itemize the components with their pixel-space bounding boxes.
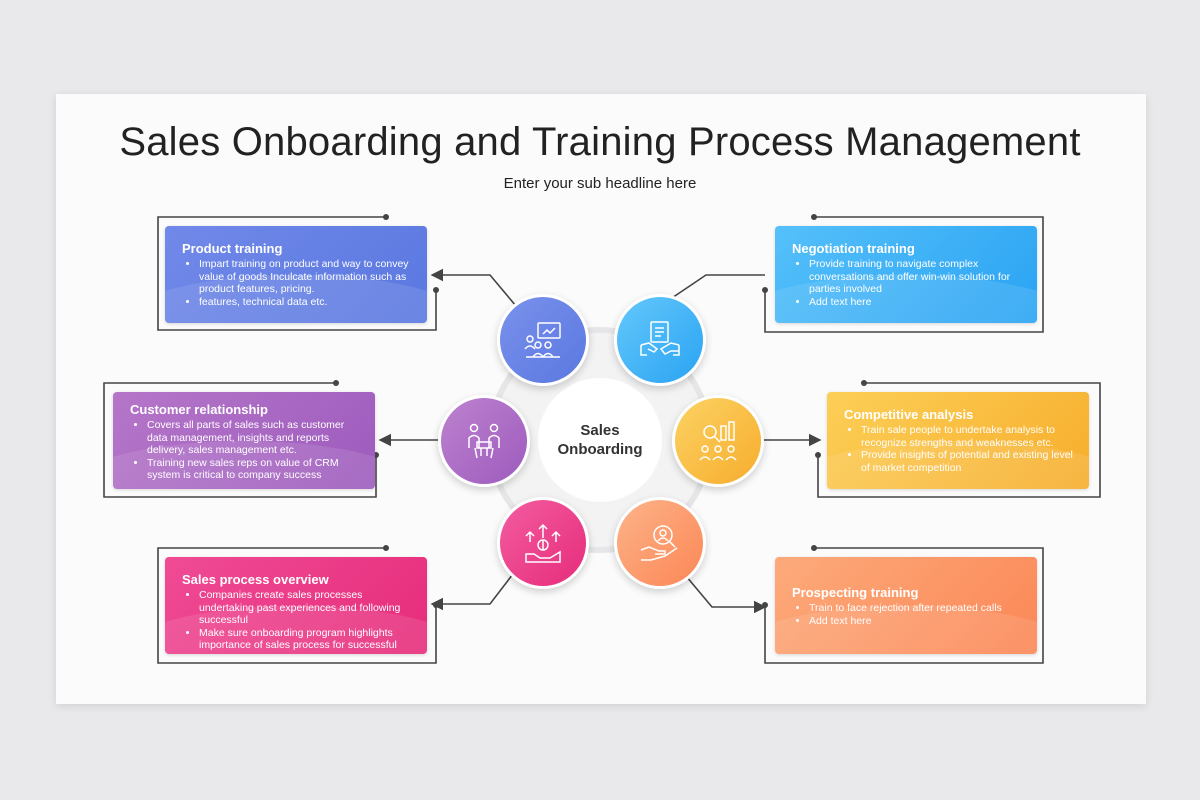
card-bullet: Add text here — [809, 615, 1027, 628]
node-negotiation-training — [614, 294, 706, 386]
card-bullet: Impart training on product and way to co… — [199, 258, 417, 296]
node-competitive-analysis — [672, 395, 764, 487]
customer-meeting-icon — [468, 423, 500, 459]
node-product-training — [497, 294, 589, 386]
hub-label-line2: Onboarding — [557, 441, 643, 458]
card-bullet: Make sure onboarding program highlights … — [199, 627, 417, 652]
card-title: Product training — [182, 241, 283, 256]
card-title: Sales process overview — [182, 572, 329, 587]
card-title: Competitive analysis — [844, 407, 974, 422]
card-bullet: Provide insights of potential and existi… — [861, 449, 1079, 474]
card-negotiation-training: Negotiation training Provide training to… — [775, 226, 1037, 323]
node-customer-relationship — [438, 395, 530, 487]
card-bullet: Train sale people to undertake analysis … — [861, 424, 1079, 449]
page-title: Sales Onboarding and Training Process Ma… — [119, 120, 1081, 164]
card-bullet: features, technical data etc. — [199, 296, 417, 309]
card-prospecting-training: Prospecting training Train to face rejec… — [775, 557, 1037, 654]
card-bullet: Covers all parts of sales such as custom… — [147, 419, 365, 457]
analysis-chart-icon — [699, 421, 737, 461]
growth-process-icon — [525, 523, 561, 563]
presentation-training-icon — [524, 322, 561, 358]
search-prospect-icon — [640, 525, 678, 561]
node-prospecting-training — [614, 497, 706, 589]
node-sales-process-overview — [497, 497, 589, 589]
hub-label-line1: Sales — [580, 422, 620, 439]
card-bullet: Add text here — [809, 296, 1027, 309]
card-bullet: Train to face rejection after repeated c… — [809, 602, 1027, 615]
handshake-contract-icon — [640, 321, 680, 356]
card-bullet: Companies create sales processes underta… — [199, 589, 417, 627]
card-title: Negotiation training — [792, 241, 915, 256]
page-subtitle: Enter your sub headline here — [503, 175, 697, 192]
card-product-training: Product training Impart training on prod… — [165, 226, 427, 323]
card-competitive-analysis: Competitive analysis Train sale people t… — [827, 392, 1089, 489]
card-bullet: Provide training to navigate complex con… — [809, 258, 1027, 296]
card-sales-process-overview: Sales process overview Companies create … — [165, 557, 427, 654]
card-title: Prospecting training — [792, 585, 919, 600]
hub-label: Sales Onboarding — [540, 421, 660, 459]
card-customer-relationship: Customer relationship Covers all parts o… — [113, 392, 375, 489]
card-bullet: Training new sales reps on value of CRM … — [147, 457, 365, 482]
card-title: Customer relationship — [130, 402, 268, 417]
